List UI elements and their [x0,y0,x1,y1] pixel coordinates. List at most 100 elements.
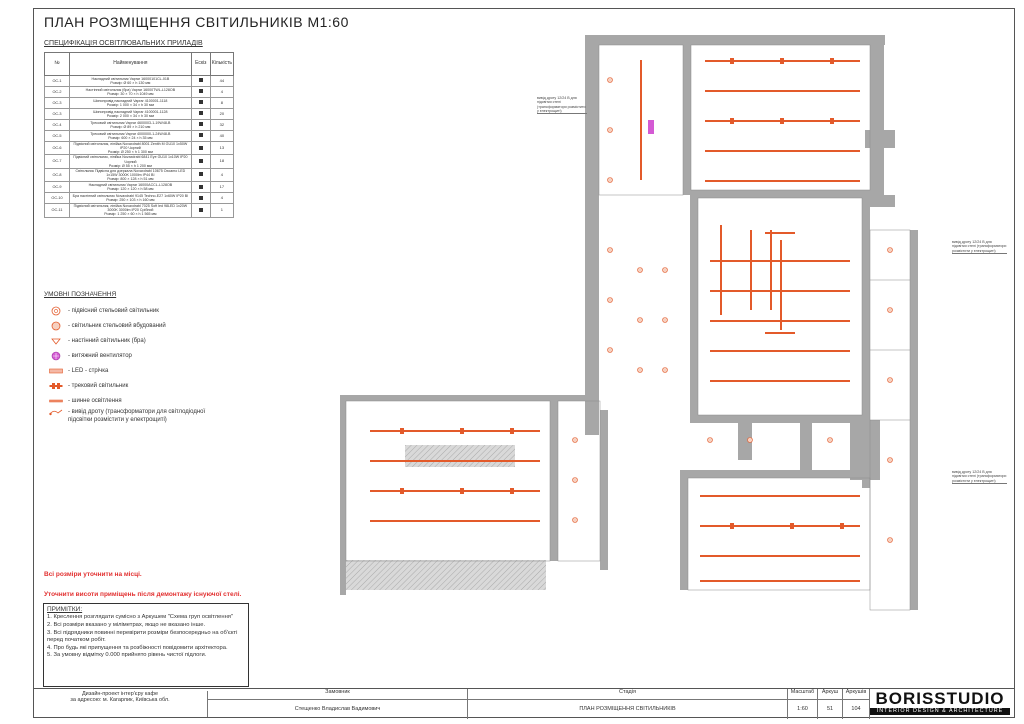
logo-name: BORISSTUDIO [875,689,1005,708]
plan-track-spots [400,58,844,529]
plan-annotation: вивід дроту 12/24 В для підсвітки стелі … [952,240,1007,254]
legend-label: - світильник стельовий вбудований [68,322,166,329]
sheet-frame [33,8,1015,718]
tb-scale-value: 1:60 [797,706,808,712]
spec-no: ОС-3 [44,108,70,120]
notes-line: 5. За умовну відмітку 0.000 прийнято рів… [47,652,207,659]
spec-qty: 32 [209,119,235,131]
tb-sheet-name: ПЛАН РОЗМІЩЕННЯ СВІТИЛЬНИКІВ [579,706,676,712]
spec-qty: 44 [209,75,235,87]
tb-project: Дизайн-проект інтер'єру кафе за адресою:… [33,691,208,717]
tb-sheets-label: Аркушів [843,689,869,700]
spec-no: ОС-8 [44,167,70,183]
tb-scale: Масштаб 1:60 [788,689,818,719]
notes-box: ПРИМІТКИ: 1. Креслення розглядати сумісн… [43,603,249,687]
tb-sheets-value: 104 [851,706,861,712]
floor-plan [340,35,918,611]
fixture-sketch-icon [190,86,211,98]
note-sizes: Всі розміри уточнити на місці. [44,571,142,578]
spec-name: Підвісний світильник, лінійка Novaxdrabl… [69,203,192,218]
led-strip-icon [44,368,68,374]
legend-label: - витяжний вентилятор [68,352,132,359]
tb-client-label: Замовник [208,689,467,700]
legend-item: - витяжний вентилятор [44,348,244,363]
tb-scale-label: Масштаб [788,689,817,700]
fixture-sketch-icon [190,108,211,120]
spec-qty: 1 [209,203,235,218]
wire-outlet-icon [44,408,68,416]
legend-item: - LED - стрічка [44,363,244,378]
legend-label: - LED - стрічка [68,367,109,374]
spec-qty: 13 [209,140,235,156]
fixture-sketch-icon [190,203,211,218]
fixture-sketch-icon [190,140,211,156]
plan-annotation: вивід дроту 12/24 В для підсвітки стелі … [537,96,587,115]
fixture-sketch-icon [190,119,211,131]
legend-label: - шинне освітлення [68,397,122,404]
notes-line: 4. Про будь які припущення та розбіжност… [47,644,228,651]
legend-item: - настінний світильник (бра) [44,333,244,348]
tb-stage: Стадія ПЛАН РОЗМІЩЕННЯ СВІТИЛЬНИКІВ [468,689,788,719]
spec-name: Трековий світильник Vaprar 4000000-1-24W… [69,130,192,142]
spec-name: Підвісний світильник, лінійка Novaxdrabl… [69,154,192,169]
plan-ceiling-lights [572,77,893,543]
spec-name: Накладний світильник Vaprar 16000ACCL-L1… [69,181,192,194]
busbar-light-icon [44,398,68,404]
tb-sheets: Аркушів 104 [843,689,870,719]
spec-header-name: Найменування [69,52,192,76]
plan-annotation: вивід дроту 12/24 В для підсвітки стелі … [952,470,1007,484]
page-title: ПЛАН РОЗМІЩЕННЯ СВІТИЛЬНИКІВ М1:60 [44,14,349,30]
spec-qty: 8 [209,97,235,109]
spec-name: Підвісний світильник, лінійка Novaxdrabl… [69,140,192,156]
tb-sheet: Аркуш 51 [818,689,843,719]
spec-qty: 18 [209,154,235,169]
spec-name: Настінний світильник (бра) Vaprar 16000T… [69,86,192,98]
spec-header-sketch: Ескіз [190,52,211,76]
spec-name: Бра настінний світильник Novaxdrabl 9145… [69,192,192,205]
spec-no: ОС-5 [44,130,70,142]
legend-label: - підвісний стельовий світильник [68,307,159,314]
fixture-sketch-icon [190,181,211,194]
fixture-sketch-icon [190,192,211,205]
legend-item: - шинне освітлення [44,393,244,408]
pendant-light-icon [44,306,68,316]
legend-item: - світильник стельовий вбудований [44,318,244,333]
notes-line: 3. Всі підрядники повинні перевірити роз… [47,629,238,644]
spec-header-no: № [44,52,70,76]
tb-sheet-label: Аркуш [818,689,842,700]
spec-no: ОС-6 [44,140,70,156]
spec-header-qty: Кількість [209,52,235,76]
spec-qty: 4 [209,192,235,205]
fixture-sketch-icon [190,154,211,169]
fixture-sketch-icon [190,167,211,183]
legend: - підвісний стельовий світильник - світи… [44,303,244,430]
legend-label: - трековий світильник [68,382,129,389]
track-light-icon [44,382,68,390]
note-heights: Уточнити висоти приміщень після демонтаж… [44,591,242,598]
logo-tagline: INTERIOR DESIGN & ARCHITECTURE [870,708,1010,715]
title-block: Дизайн-проект інтер'єру кафе за адресою:… [33,688,1015,719]
spec-qty: 20 [209,108,235,120]
wall-sconce-icon [44,336,68,346]
legend-title: УМОВНІ ПОЗНАЧЕННЯ [44,291,117,298]
fixture-sketch-icon [190,75,211,87]
spec-title: СПЕЦИФІКАЦІЯ ОСВІТЛЮВАЛЬНИХ ПРИЛАДІВ [44,40,203,47]
spec-name: Шинопровід накладний Vaprar 4100001-1128… [69,108,192,120]
spec-qty: 4 [209,167,235,183]
plan-busbars [370,60,860,582]
legend-item: - вивід дроту (трансформатори для світло… [44,408,244,430]
tb-project-name: Дизайн-проект інтер'єру кафе [81,691,159,697]
fixture-sketch-icon [190,97,211,109]
legend-item: - трековий світильник [44,378,244,393]
